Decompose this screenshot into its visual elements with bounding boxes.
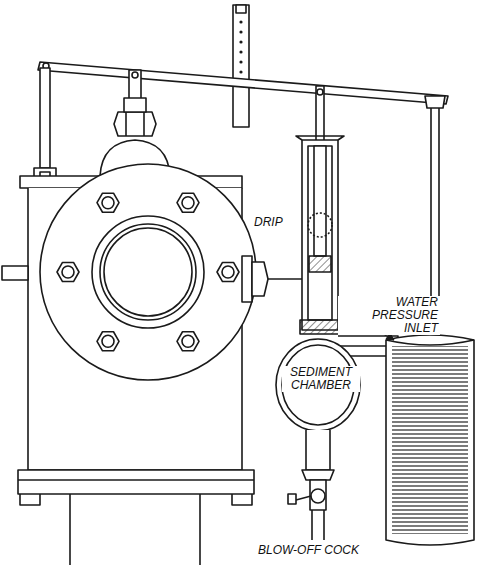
- bolt-end: [182, 197, 194, 209]
- part-label: WATER PRESSURE INLET: [338, 296, 440, 335]
- part-label: BLOW-OFF COCK: [256, 544, 361, 557]
- flange-bolt: [177, 193, 199, 212]
- bolt-end: [102, 335, 114, 347]
- flange-bolt: [57, 262, 79, 281]
- flange-bolt: [177, 332, 199, 351]
- part-label: DRIP: [252, 216, 285, 229]
- bolt-end: [102, 197, 114, 209]
- flange-bolt: [217, 262, 239, 281]
- flange-bolt: [97, 332, 119, 351]
- flange-bolt: [97, 193, 119, 212]
- bolt-end: [222, 266, 234, 278]
- bolt-end: [62, 266, 74, 278]
- bolt-end: [182, 335, 194, 347]
- part-label: SEDIMENT CHAMBER: [282, 366, 360, 392]
